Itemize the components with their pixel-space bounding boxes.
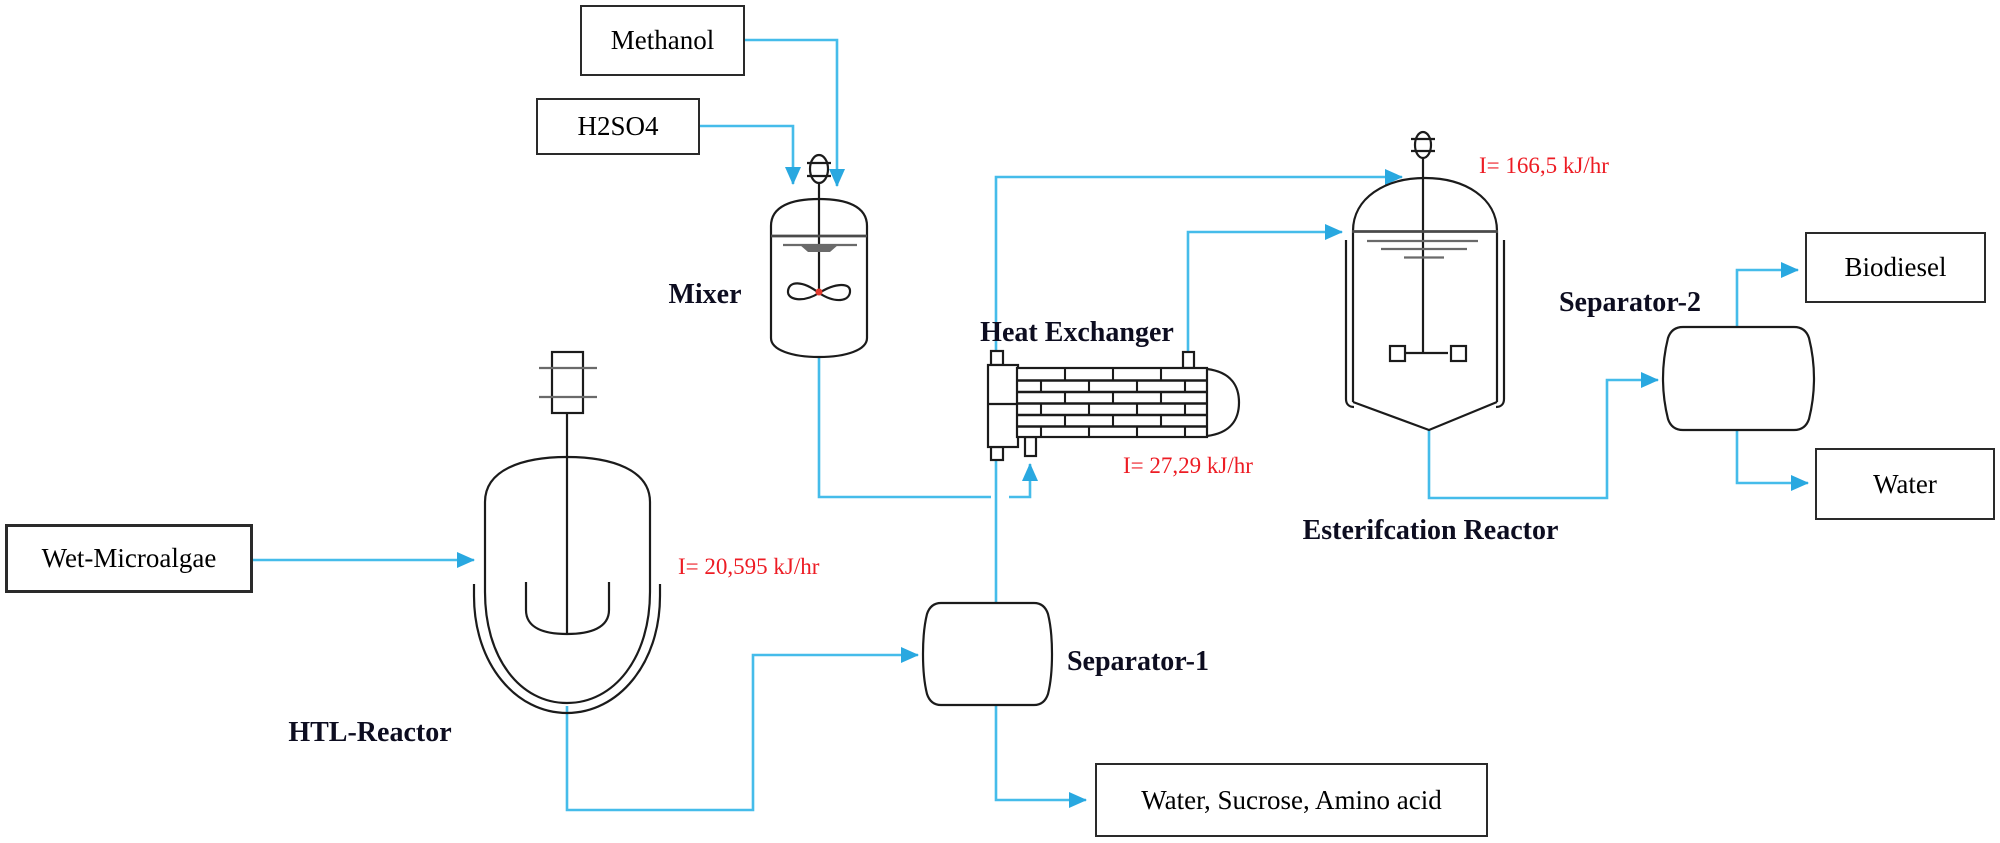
separator-2-label: Separator-2 (1558, 287, 1702, 318)
hx-nozzle-bottom-shell (1023, 435, 1038, 458)
mixer-impeller-hub (815, 288, 823, 296)
esterification-reactor-vessel (1344, 130, 1506, 432)
reactor-cone-bottom (1352, 400, 1498, 432)
htl-jacket (472, 584, 662, 715)
htl-body (483, 455, 652, 705)
reactor-dome (1351, 176, 1499, 232)
hx-nozzle-bottom-left (989, 445, 1005, 462)
stream-h2so4-to-mixer (700, 124, 801, 185)
hx-nozzle-top-right (1181, 350, 1196, 370)
stream-hx-to-reactor-top (994, 169, 1403, 352)
htl-reactor-duty-label: I= 20,595 kJ/hr (678, 554, 820, 579)
h2so4-box-label: H2SO4 (577, 111, 659, 141)
esterification-reactor-label: Esterifcation Reactor (1302, 515, 1559, 546)
heat-exchanger-duty-label: I= 27,29 kJ/hr (1123, 453, 1253, 478)
stream-separator2-to-water (1735, 430, 1809, 491)
water-box-label: Water (1873, 468, 1937, 499)
wet-microalgae-box: Wet-Microalgae (5, 524, 253, 593)
stream-mixer-out (817, 356, 991, 499)
stream-lines (252, 38, 1809, 812)
methanol-box: Methanol (580, 5, 745, 76)
reactor-paddle-left (1388, 344, 1407, 363)
hx-channel-head (986, 363, 1020, 449)
reactor-paddle-right (1449, 344, 1468, 363)
htl-reactor-label: HTL-Reactor (288, 717, 452, 748)
heat-exchanger-label: Heat Exchanger (980, 317, 1174, 348)
stream-htl-to-separator1 (565, 647, 919, 812)
hx-end-cap (1206, 367, 1241, 438)
separator-1-label: Separator-1 (1066, 646, 1210, 677)
esterification-reactor-duty-label: I= 166,5 kJ/hr (1479, 153, 1609, 178)
mixer-shaft-bolt-icon (808, 153, 830, 185)
reactor-jacket-left (1344, 240, 1355, 409)
heat-exchanger (986, 349, 1241, 462)
wet-microalgae-box-label: Wet-Microalgae (41, 543, 217, 573)
hx-tube-bundle (1018, 368, 1206, 437)
separator1-drum (921, 601, 1054, 707)
htl-reactor-vessel (472, 350, 662, 715)
water-box: Water (1815, 448, 1995, 520)
mixer-vessel (769, 153, 869, 359)
methanol-box-label: Methanol (610, 25, 715, 55)
mixer-body (769, 197, 869, 359)
stream-mixer-to-hx (1009, 463, 1038, 499)
stream-methanol-to-mixer (745, 38, 845, 187)
stream-reactor-to-separator2 (1427, 372, 1659, 500)
biodiesel-box: Biodiesel (1805, 232, 1986, 303)
stream-hx-to-reactor-side (1186, 224, 1343, 352)
reactor-jacket-right (1495, 240, 1506, 409)
biodiesel-box-label: Biodiesel (1844, 252, 1947, 282)
separator2-drum (1661, 325, 1816, 432)
water-sucrose-amino-box-label: Water, Sucrose, Amino acid (1141, 784, 1442, 815)
water-sucrose-amino-box: Water, Sucrose, Amino acid (1095, 763, 1488, 837)
h2so4-box: H2SO4 (536, 98, 700, 155)
htl-motor (550, 350, 585, 415)
hx-nozzle-top-left (989, 349, 1005, 367)
mixer-label: Mixer (668, 279, 742, 310)
htl-inner-baffle (524, 582, 611, 636)
stream-separator1-to-waterbox (994, 705, 1087, 808)
reactor-shaft-bolt-icon (1413, 130, 1433, 160)
stream-separator2-to-biodiesel (1735, 262, 1799, 327)
